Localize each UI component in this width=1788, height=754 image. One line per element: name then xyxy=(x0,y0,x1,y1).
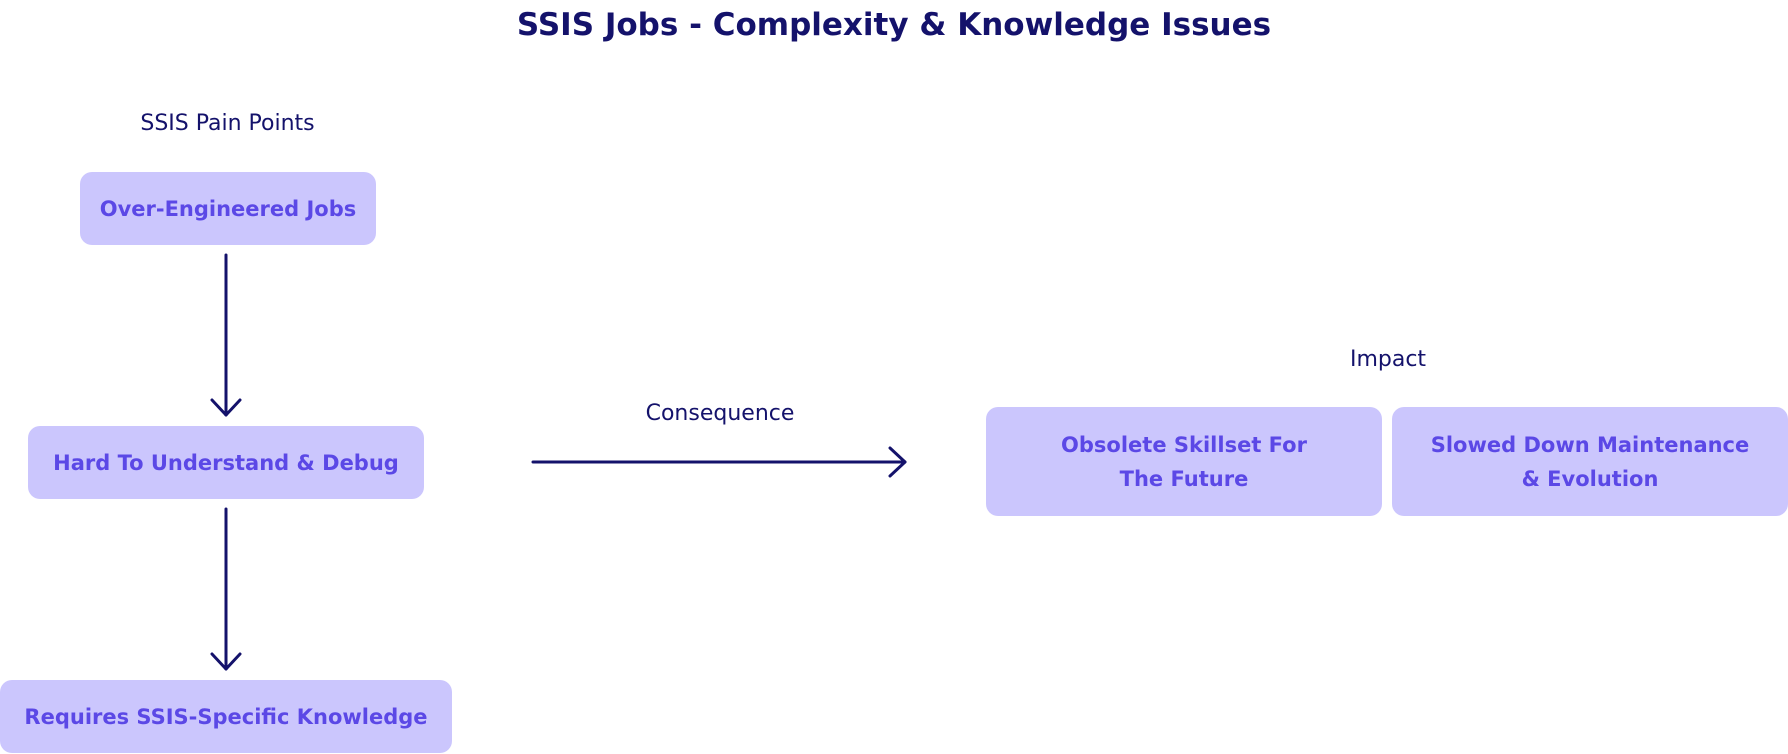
edge-consequence-arrow xyxy=(531,446,907,478)
group-label-pain-points: SSIS Pain Points xyxy=(140,111,315,136)
node-slowed-maintenance: Slowed Down Maintenance & Evolution xyxy=(1392,407,1788,516)
edge-over-engineered-to-hard xyxy=(210,253,242,417)
node-requires-ssis-knowledge: Requires SSIS-Specific Knowledge xyxy=(0,680,452,753)
edge-hard-to-requires xyxy=(210,507,242,671)
node-hard-to-understand-debug: Hard To Understand & Debug xyxy=(28,426,424,499)
diagram-title: SSIS Jobs - Complexity & Knowledge Issue… xyxy=(516,7,1272,43)
group-label-impact: Impact xyxy=(1349,347,1427,372)
edge-label-consequence: Consequence xyxy=(645,401,795,426)
node-obsolete-skillset: Obsolete Skillset For The Future xyxy=(986,407,1382,516)
node-over-engineered-jobs: Over-Engineered Jobs xyxy=(80,172,376,245)
